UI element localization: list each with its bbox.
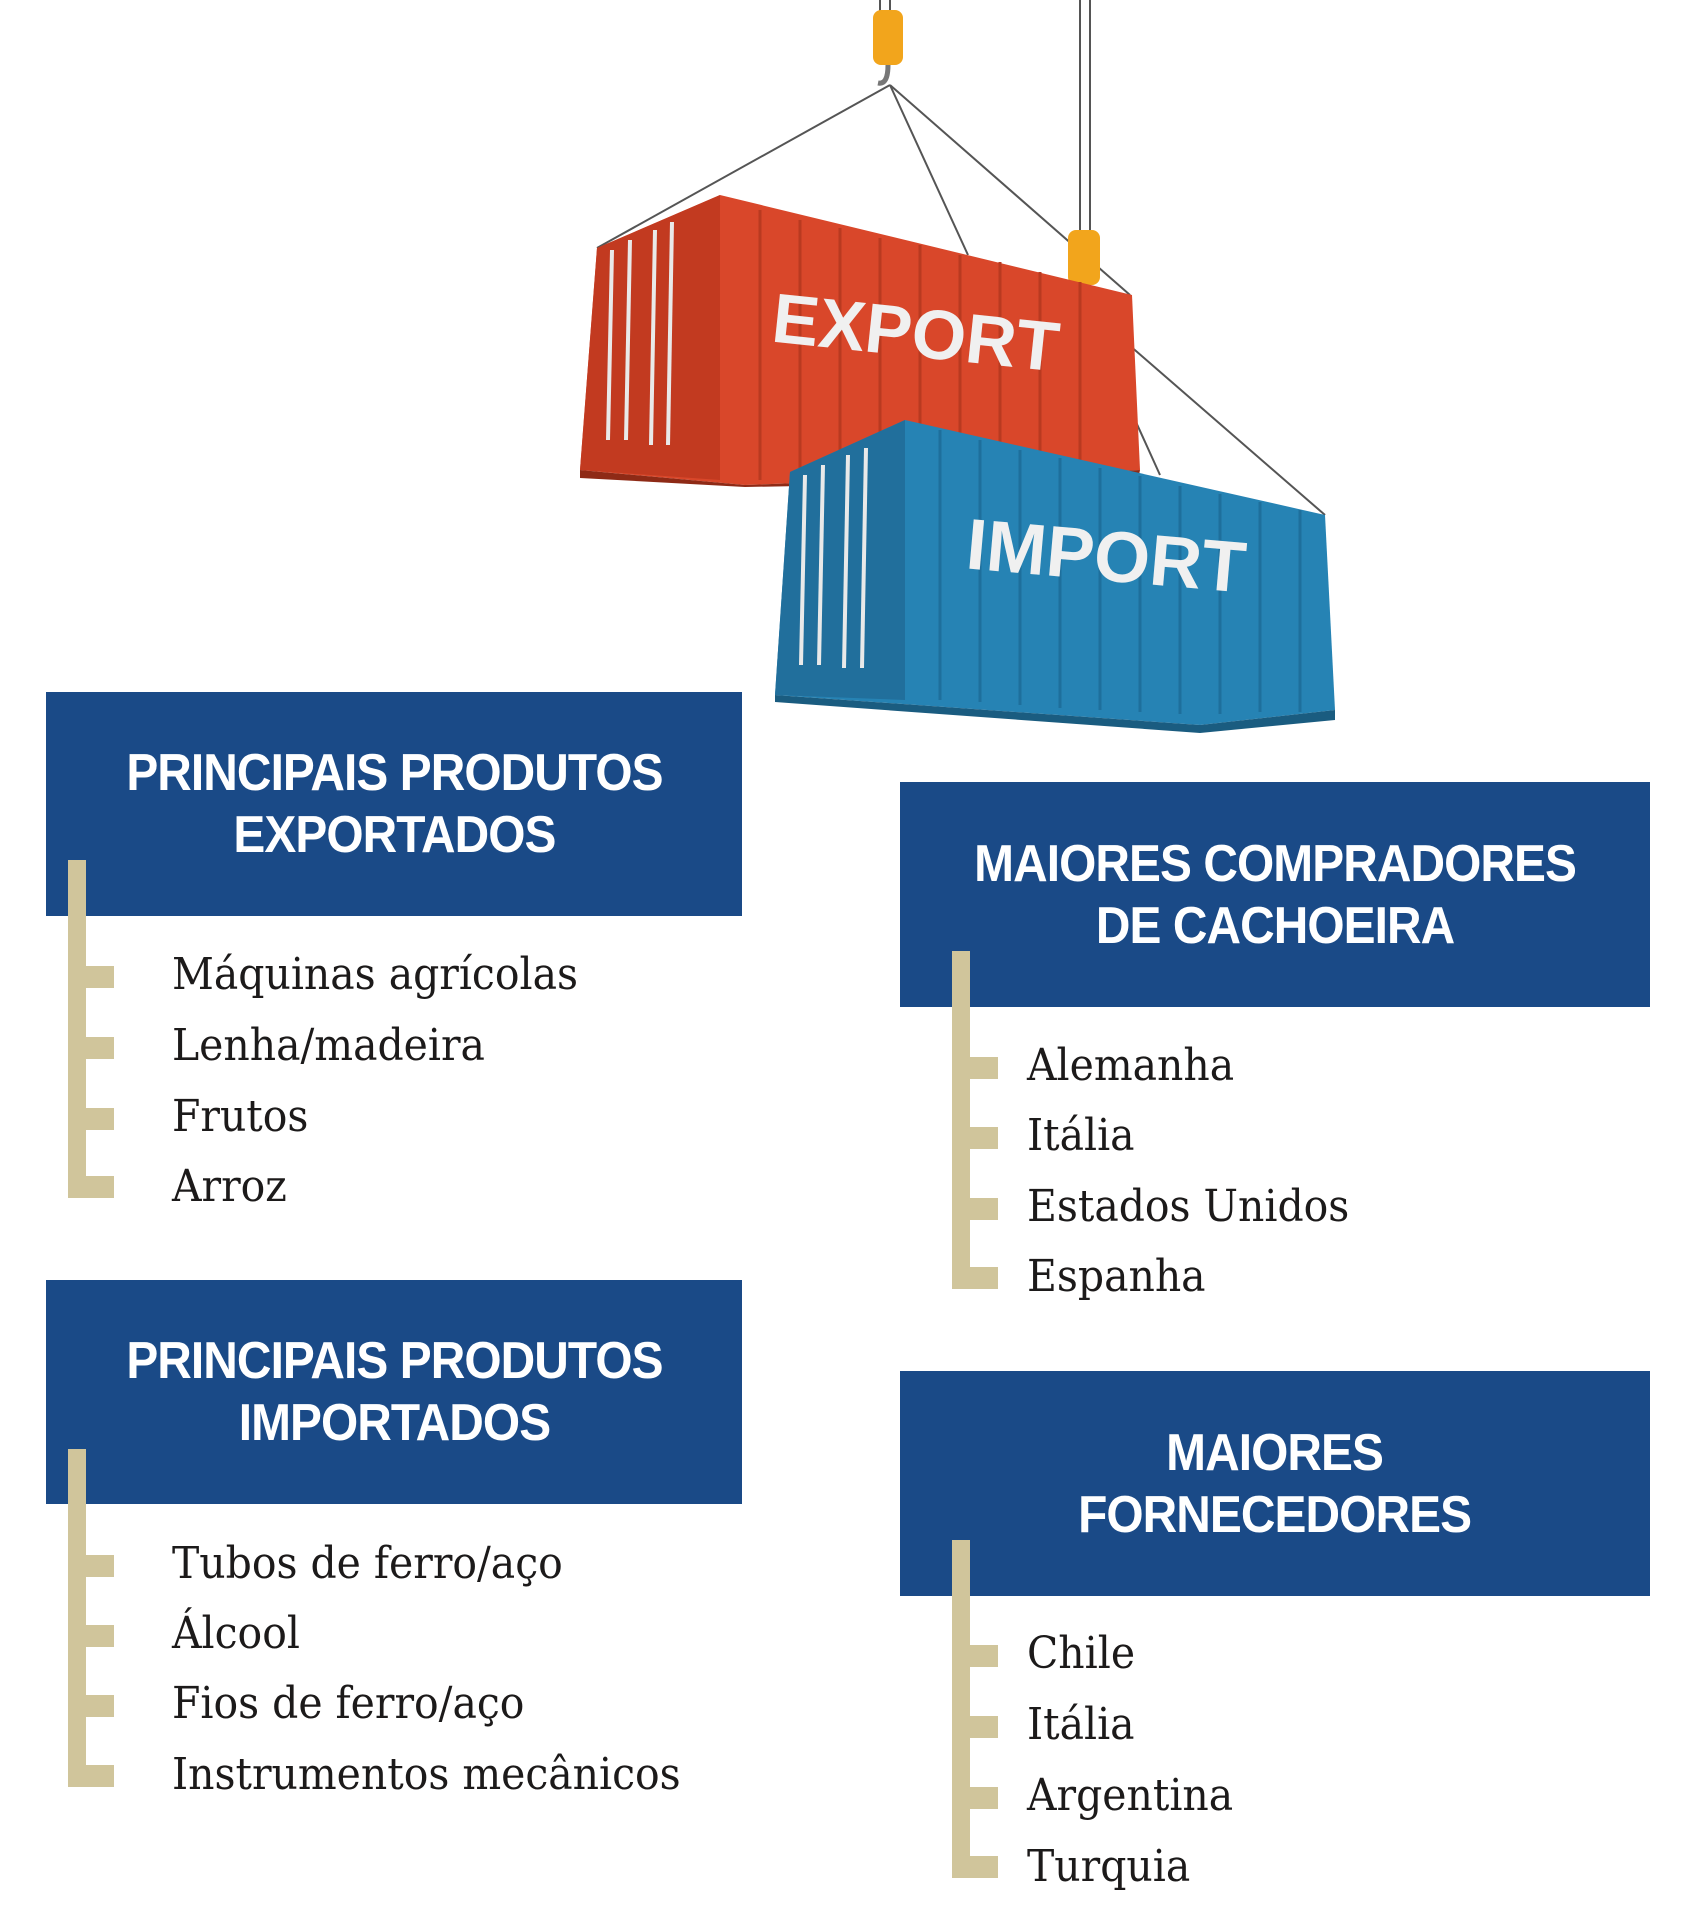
- bracket-tick: [84, 1765, 114, 1787]
- header-line-1: PRINCIPAIS PRODUTOS: [125, 1332, 663, 1390]
- bracket-tick: [84, 1555, 114, 1577]
- header-line-2: EXPORTADOS: [232, 806, 556, 864]
- list-item: Turquia: [1027, 1841, 1191, 1892]
- list-item: Instrumentos mecânicos: [172, 1749, 681, 1800]
- bracket-tick: [84, 1037, 114, 1059]
- list-item: Lenha/madeira: [172, 1020, 485, 1071]
- list-item: Itália: [1027, 1699, 1135, 1750]
- bracket-tick: [968, 1127, 998, 1149]
- bracket-tick: [968, 1856, 998, 1878]
- header-line-2: DE CACHOEIRA: [1095, 896, 1455, 955]
- list-item: Chile: [1027, 1628, 1136, 1679]
- bracket-bar: [952, 1540, 970, 1878]
- bracket-tick: [84, 1625, 114, 1647]
- list-item: Argentina: [1027, 1770, 1234, 1821]
- header-line-2: IMPORTADOS: [238, 1394, 550, 1452]
- bracket-tick: [968, 1198, 998, 1220]
- list-item: Estados Unidos: [1027, 1181, 1350, 1232]
- bracket-bar: [952, 951, 970, 1289]
- crane-hook-icon: [873, 10, 1100, 306]
- bracket-tick: [968, 1787, 998, 1809]
- header-line-2: FORNECEDORES: [1078, 1485, 1473, 1544]
- list-item: Fios de ferro/aço: [172, 1678, 525, 1729]
- bracket-bar: [68, 860, 86, 1198]
- shipping-containers-illustration: EXPORT IMPORT: [580, 0, 1335, 733]
- list-item: Álcool: [172, 1608, 300, 1659]
- bracket-tick: [968, 1716, 998, 1738]
- list-item: Frutos: [172, 1091, 309, 1142]
- header-line-1: MAIORES: [1166, 1423, 1385, 1482]
- list-item: Máquinas agrícolas: [172, 949, 578, 1000]
- bracket-tick: [84, 1695, 114, 1717]
- list-item: Itália: [1027, 1110, 1135, 1161]
- list-item: Tubos de ferro/aço: [172, 1538, 563, 1589]
- list-item: Arroz: [172, 1161, 287, 1212]
- export-container: EXPORT: [580, 195, 1140, 487]
- header-line-1: PRINCIPAIS PRODUTOS: [125, 744, 663, 802]
- import-container: IMPORT: [775, 420, 1335, 733]
- bracket-bar: [68, 1449, 86, 1787]
- bracket-tick: [84, 1176, 114, 1198]
- header-line-1: MAIORES COMPRADORES: [974, 834, 1577, 893]
- bracket-tick: [968, 1645, 998, 1667]
- bracket-tick: [84, 966, 114, 988]
- bracket-tick: [84, 1108, 114, 1130]
- list-item: Alemanha: [1027, 1040, 1235, 1091]
- bracket-tick: [968, 1267, 998, 1289]
- bracket-tick: [968, 1057, 998, 1079]
- list-item: Espanha: [1027, 1251, 1206, 1302]
